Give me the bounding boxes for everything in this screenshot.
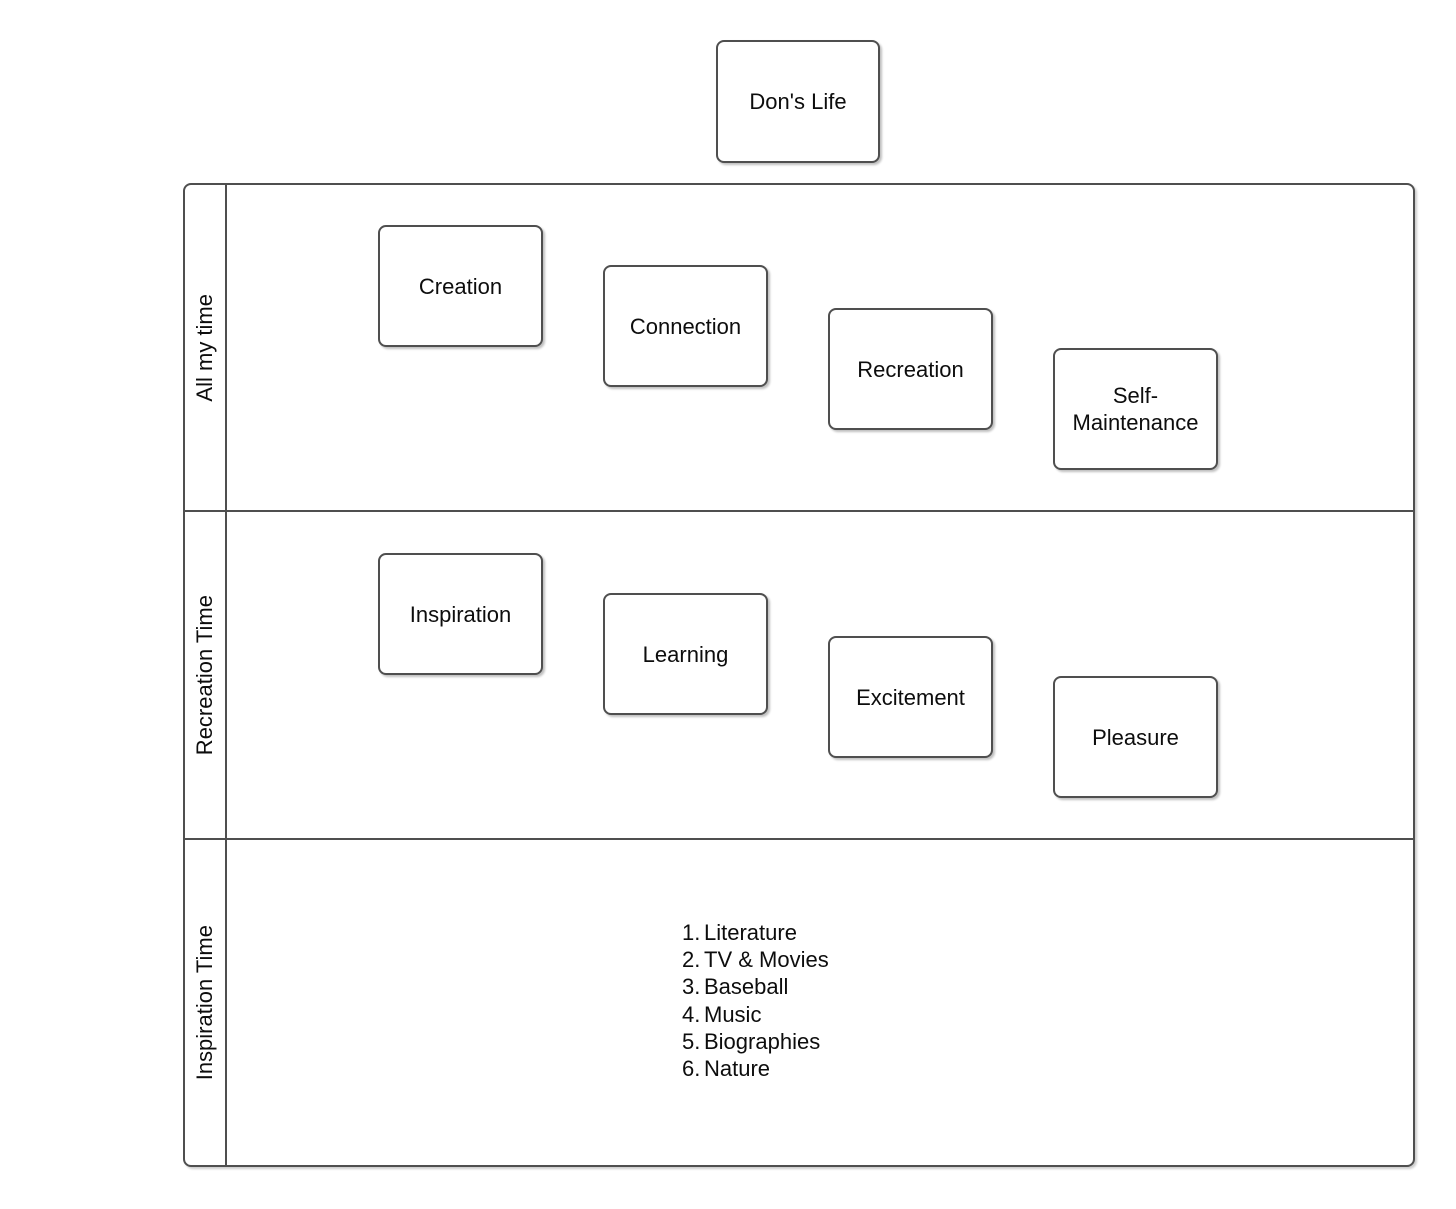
shape-inspiration[interactable]: Inspiration — [378, 553, 543, 675]
swimlane-container[interactable]: All my time Recreation Time Inspiration … — [183, 183, 1415, 1167]
list-item-number: 3. — [682, 974, 701, 1000]
list-item-number: 2. — [682, 947, 701, 973]
lane-label-inspiration-time: Inspiration Time — [192, 924, 217, 1080]
lane-label-recreation-time: Recreation Time — [192, 594, 217, 756]
lane-header-recreation-time[interactable]: Recreation Time — [185, 512, 227, 838]
list-item: 5. Biographies — [682, 1028, 829, 1055]
lane-header-all-my-time[interactable]: All my time — [185, 185, 227, 511]
list-item-label: Baseball — [704, 974, 789, 1000]
shape-connection[interactable]: Connection — [603, 265, 768, 387]
shape-learning[interactable]: Learning — [603, 593, 768, 715]
list-item-label: Nature — [704, 1056, 771, 1082]
shape-excitement-label: Excitement — [856, 684, 965, 710]
list-item-number: 1. — [682, 920, 701, 945]
shape-creation[interactable]: Creation — [378, 225, 543, 347]
shape-pleasure[interactable]: Pleasure — [1053, 676, 1218, 798]
list-item-label: Music — [704, 1001, 762, 1027]
shape-recreation[interactable]: Recreation — [828, 308, 993, 430]
lane-all-my-time: All my time — [185, 185, 1413, 511]
lane-inspiration-time: Inspiration Time — [185, 837, 1413, 1165]
shape-dons-life[interactable]: Don's Life — [716, 40, 880, 163]
list-item: 4. Music — [682, 1001, 829, 1028]
shape-pleasure-label: Pleasure — [1092, 724, 1179, 750]
list-item: 2. TV & Movies — [682, 946, 829, 973]
shape-self-maintenance-label: Self- Maintenance — [1072, 383, 1199, 435]
lane-recreation-time: Recreation Time — [185, 510, 1413, 838]
shape-excitement[interactable]: Excitement — [828, 636, 993, 758]
list-item: 3. Baseball — [682, 973, 829, 1000]
shape-dons-life-label: Don's Life — [749, 89, 847, 114]
list-item-label: Biographies — [704, 1028, 821, 1054]
list-item-label: TV & Movies — [704, 947, 829, 973]
list-item: 6. Nature — [682, 1055, 829, 1082]
shape-connection-label: Connection — [629, 313, 742, 339]
list-item-number: 5. — [682, 1028, 701, 1054]
lane-label-all-my-time: All my time — [192, 293, 217, 402]
list-item: 1. Literature — [682, 919, 829, 946]
shape-recreation-label: Recreation — [857, 356, 964, 382]
list-item-label: Literature — [704, 920, 797, 945]
shape-creation-label: Creation — [418, 273, 503, 299]
inspiration-list[interactable]: 1. Literature 2. TV & Movies 3. Baseball… — [682, 919, 829, 1082]
shape-inspiration-label: Inspiration — [409, 601, 512, 627]
shape-self-maintenance[interactable]: Self- Maintenance — [1053, 348, 1218, 470]
lane-header-inspiration-time[interactable]: Inspiration Time — [185, 839, 227, 1165]
shape-learning-label: Learning — [642, 641, 729, 667]
list-item-number: 4. — [682, 1001, 701, 1027]
list-item-number: 6. — [682, 1056, 701, 1082]
